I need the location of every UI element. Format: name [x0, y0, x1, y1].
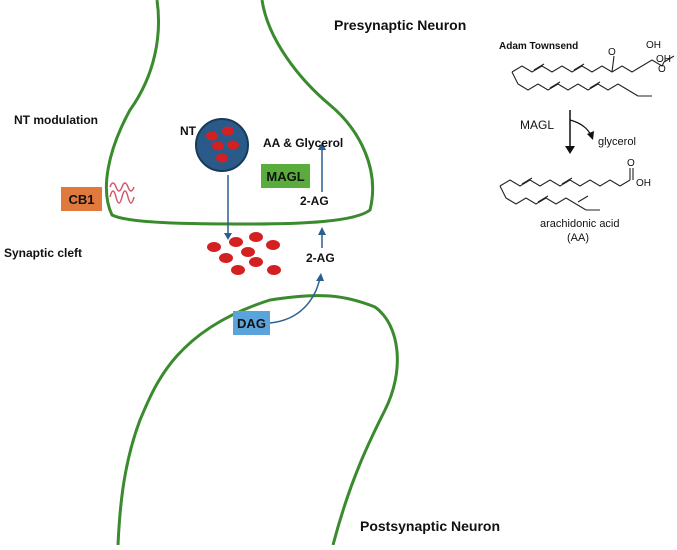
oh-top-label: OH: [646, 40, 661, 51]
magl-enzyme-label: MAGL: [520, 118, 555, 132]
glycerol-label: glycerol: [598, 136, 636, 148]
ester-o-label: O: [658, 64, 666, 75]
presynaptic-neuron-label: Presynaptic Neuron: [334, 17, 467, 33]
nt-label: NT: [180, 124, 196, 138]
dag-box: DAG: [233, 311, 270, 335]
cb1-receptor-coil: [109, 190, 135, 204]
acid-o-label: O: [627, 158, 635, 169]
two-ag-upper-label: 2-AG: [300, 194, 329, 208]
acid-oh-label: OH: [636, 178, 651, 189]
nt-modulation-label: NT modulation: [14, 113, 98, 127]
cb1-box: CB1: [61, 187, 102, 211]
magl-box: MAGL: [261, 164, 310, 188]
two-ag-structure: [511, 55, 675, 97]
dag-to-2ag-arrow: [269, 277, 321, 324]
aa-glycerol-label: AA & Glycerol: [263, 136, 344, 150]
presynaptic-membrane: [105, 0, 375, 226]
released-nt-molecules: [207, 232, 281, 275]
carbonyl-o-label: O: [608, 47, 616, 58]
author-label: Adam Townsend: [499, 41, 579, 52]
postsynaptic-neuron-label: Postsynaptic Neuron: [360, 518, 501, 534]
two-ag-lower-label: 2-AG: [306, 251, 335, 265]
postsynaptic-membrane: [116, 294, 399, 546]
oh-mid-label: OH: [656, 54, 671, 65]
product-name-label: arachidonic acid: [540, 218, 620, 230]
product-abbr-label: (AA): [567, 232, 589, 244]
vesicle-nt-molecules: [206, 126, 239, 163]
arachidonic-acid-structure: [499, 168, 634, 211]
synaptic-cleft-label: Synaptic cleft: [4, 246, 83, 260]
